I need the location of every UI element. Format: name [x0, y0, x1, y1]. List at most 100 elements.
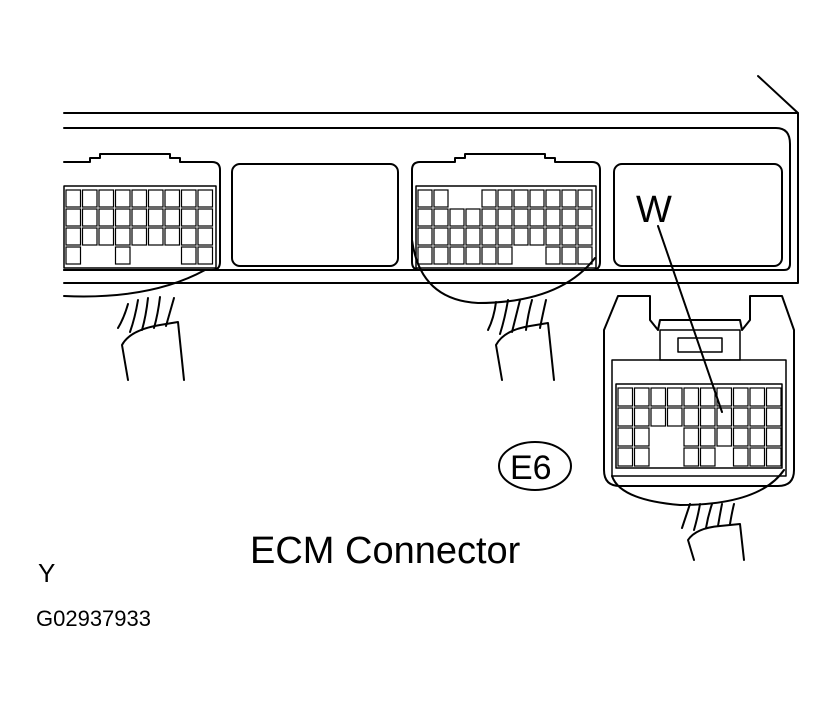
middle-connector-terminal [497, 208, 513, 227]
left-connector-terminal [65, 246, 82, 265]
middle-connector-terminal [561, 246, 577, 265]
wire-label-w: W [636, 189, 672, 231]
e6-connector-terminal [765, 427, 782, 447]
e6-connector-terminal [699, 427, 716, 447]
left-connector-terminal [114, 208, 131, 227]
left-connector-terminal [180, 189, 197, 208]
e6-connector-terminal [699, 407, 716, 427]
e6-connector-terminal [749, 387, 766, 407]
left-wire-harness [63, 269, 206, 381]
left-connector-terminal [98, 227, 115, 246]
e6-connector-terminal [732, 407, 749, 427]
middle-connector-terminal [417, 208, 433, 227]
middle-connector-terminal [513, 189, 529, 208]
left-connector-terminal [65, 227, 82, 246]
left-connector-terminal [147, 189, 164, 208]
middle-connector-terminal [545, 208, 561, 227]
middle-connector-terminal [433, 227, 449, 246]
corner-letter: Y [38, 558, 55, 588]
middle-connector-terminal [577, 246, 593, 265]
left-connector-terminal [164, 208, 181, 227]
e6-plug-connector [603, 295, 795, 487]
e6-connector-terminal [699, 387, 716, 407]
middle-connector-terminal [497, 246, 513, 265]
middle-connector-terminal [529, 208, 545, 227]
blank-cover-left [231, 163, 399, 267]
middle-connector-terminal [513, 208, 529, 227]
middle-connector-terminal [417, 227, 433, 246]
ecm-housing [63, 75, 799, 284]
left-connector-terminal [147, 227, 164, 246]
e6-connector-terminal [683, 447, 700, 467]
middle-connector-terminal [481, 208, 497, 227]
left-connector-terminal [81, 189, 98, 208]
left-connector-terminal [114, 246, 131, 265]
diagram-title: ECM Connector [250, 530, 521, 572]
middle-connector-terminal [561, 189, 577, 208]
left-connector-terminal [81, 208, 98, 227]
e6-connector-terminal [633, 407, 650, 427]
middle-connector-terminal [545, 189, 561, 208]
figure-code: G02937933 [36, 606, 151, 631]
middle-ecm-connector [411, 153, 601, 271]
left-connector-terminal [197, 189, 214, 208]
e6-connector-terminal [683, 407, 700, 427]
connector-id-label: E6 [510, 449, 552, 487]
middle-connector-terminal [449, 246, 465, 265]
middle-connector-terminal [449, 227, 465, 246]
e6-connector-terminal [666, 387, 683, 407]
middle-connector-terminal [561, 208, 577, 227]
e6-connector-terminal [650, 387, 667, 407]
middle-connector-terminal [545, 246, 561, 265]
e6-connector-terminal [633, 427, 650, 447]
e6-connector-terminal [683, 387, 700, 407]
left-connector-terminal [197, 208, 214, 227]
left-connector-terminal [131, 227, 148, 246]
middle-connector-terminal [513, 227, 529, 246]
middle-connector-terminal [465, 208, 481, 227]
middle-connector-terminal [465, 227, 481, 246]
middle-wire-harness [411, 239, 596, 381]
e6-connector-terminal [716, 427, 733, 447]
middle-connector-terminal [497, 227, 513, 246]
left-connector-terminal [180, 208, 197, 227]
w-leader-line [657, 225, 723, 413]
e6-connector-terminal [732, 447, 749, 467]
left-connector-terminal [180, 246, 197, 265]
left-connector-terminal [147, 208, 164, 227]
e6-connector-terminal [765, 407, 782, 427]
left-connector-terminal [65, 208, 82, 227]
e6-connector-terminal [617, 427, 634, 447]
middle-connector-terminal [417, 246, 433, 265]
e6-connector-terminal [650, 407, 667, 427]
middle-connector-terminal [561, 227, 577, 246]
middle-connector-terminal [433, 246, 449, 265]
middle-connector-terminal [433, 208, 449, 227]
left-connector-terminal [98, 208, 115, 227]
e6-connector-terminal [633, 447, 650, 467]
e6-connector-terminal [765, 387, 782, 407]
e6-wire-harness [611, 469, 785, 561]
middle-connector-terminal [545, 227, 561, 246]
middle-connector-terminal [433, 189, 449, 208]
e6-connector-terminal [617, 407, 634, 427]
middle-connector-terminal [481, 189, 497, 208]
middle-connector-terminal [529, 227, 545, 246]
left-connector-terminal [164, 189, 181, 208]
left-ecm-connector [63, 153, 221, 271]
middle-connector-terminal [529, 189, 545, 208]
middle-connector-terminal [481, 227, 497, 246]
middle-connector-terminal [577, 227, 593, 246]
middle-connector-terminal [465, 246, 481, 265]
e6-connector-terminal [716, 407, 733, 427]
left-connector-terminal [114, 227, 131, 246]
e6-connector-terminal [765, 447, 782, 467]
middle-connector-terminal [577, 189, 593, 208]
left-connector-terminal [180, 227, 197, 246]
left-connector-terminal [164, 227, 181, 246]
middle-connector-terminal [481, 246, 497, 265]
left-connector-terminal [98, 189, 115, 208]
middle-connector-terminal [497, 189, 513, 208]
e6-connector-terminal [617, 387, 634, 407]
